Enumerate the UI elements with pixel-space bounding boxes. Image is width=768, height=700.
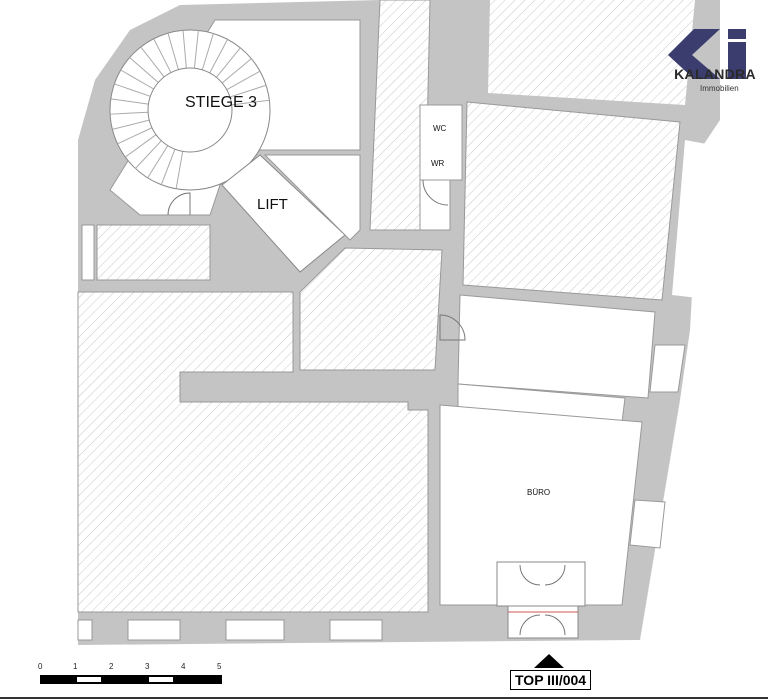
stair-step	[229, 84, 267, 98]
stair-step	[117, 127, 153, 145]
stair-step	[167, 32, 179, 70]
label-office: BÜRO	[527, 488, 550, 497]
scale-tick: 4	[181, 662, 186, 671]
room-central	[299, 247, 443, 371]
stair-step	[112, 119, 150, 130]
stair-step	[216, 47, 241, 78]
room-middle-right	[457, 294, 656, 399]
stair-step	[231, 99, 270, 106]
window	[127, 619, 181, 641]
label-wr: WR	[431, 159, 445, 168]
north-arrow-icon	[534, 654, 564, 668]
logo-name: KALANDRA	[674, 66, 756, 82]
window	[329, 619, 383, 641]
stair-step	[182, 30, 187, 69]
room-left-large	[77, 291, 429, 613]
stair-step	[160, 149, 176, 185]
stair-step	[201, 33, 214, 70]
unit-label: TOP III/004	[510, 670, 592, 690]
stair-step	[120, 69, 154, 90]
room-top-right	[488, 0, 695, 105]
stair-step	[175, 151, 184, 189]
stair-step	[114, 83, 151, 97]
stair-step	[129, 57, 159, 83]
stair-step	[226, 70, 261, 91]
stair-step	[140, 46, 165, 78]
stair-step	[193, 30, 199, 69]
stair-step	[110, 111, 149, 115]
scale-tick: 3	[145, 662, 150, 671]
stair-steps	[110, 30, 270, 189]
stair-step	[153, 38, 172, 73]
room-office	[439, 404, 643, 606]
stair-step	[124, 134, 157, 158]
kalandra-logo	[668, 29, 746, 79]
label-wc: WC	[433, 124, 447, 133]
scale-tick: 1	[73, 662, 78, 671]
stair-step	[135, 140, 162, 169]
scale-tick: 5	[217, 662, 222, 671]
stair-step	[110, 98, 149, 105]
window	[225, 619, 285, 641]
label-lift: LIFT	[257, 196, 288, 213]
room-right-upper	[462, 101, 681, 301]
scale-tick: 0	[38, 662, 43, 671]
wc-room	[419, 104, 463, 181]
stair-step	[147, 145, 169, 179]
stair-step	[221, 58, 252, 84]
scale-bar	[40, 675, 222, 684]
stair-step	[209, 39, 228, 74]
label-stair: STIEGE 3	[185, 94, 257, 111]
scale-tick: 2	[109, 662, 114, 671]
logo-subtitle: Immobilien	[700, 84, 739, 93]
divider	[0, 697, 768, 699]
room-left-small	[96, 224, 211, 281]
